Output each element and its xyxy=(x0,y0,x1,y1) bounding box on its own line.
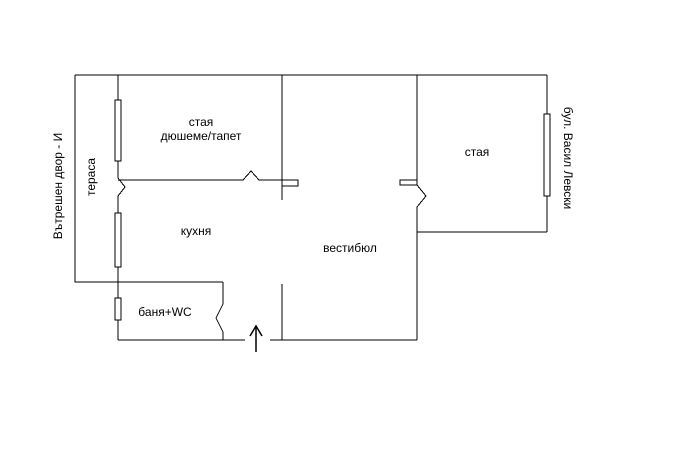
outer-left-wall xyxy=(74,75,223,283)
label-kitchen: кухня xyxy=(181,224,212,238)
label-courtyard: Вътрешен двор - И xyxy=(51,133,65,240)
windows xyxy=(114,99,551,321)
label-street: бул. Васил Левски xyxy=(561,107,575,209)
door-stubs xyxy=(281,179,418,187)
window-room-right xyxy=(543,113,551,197)
window-kitchen xyxy=(114,212,122,268)
label-room-right: стая xyxy=(465,145,490,159)
label-bathroom: баня+WC xyxy=(138,305,192,319)
bathroom-right-wall xyxy=(215,282,224,340)
label-hall: вестибюл xyxy=(323,241,377,255)
label-room-top-left-2: дюшеме/тапет xyxy=(161,129,242,143)
entrance-arrow-icon xyxy=(249,324,263,352)
room-kitchen-partition xyxy=(118,170,282,181)
label-terrace: тераса xyxy=(84,158,98,196)
window-room-left xyxy=(114,99,122,162)
door-stub-center xyxy=(281,179,299,187)
right-room-door-swing xyxy=(416,184,427,208)
terrace-door-swing xyxy=(117,177,126,197)
label-room-top-left-1: стая xyxy=(189,115,214,129)
door-stub-right xyxy=(399,179,418,186)
window-bathroom xyxy=(114,297,122,321)
walls xyxy=(74,74,548,341)
